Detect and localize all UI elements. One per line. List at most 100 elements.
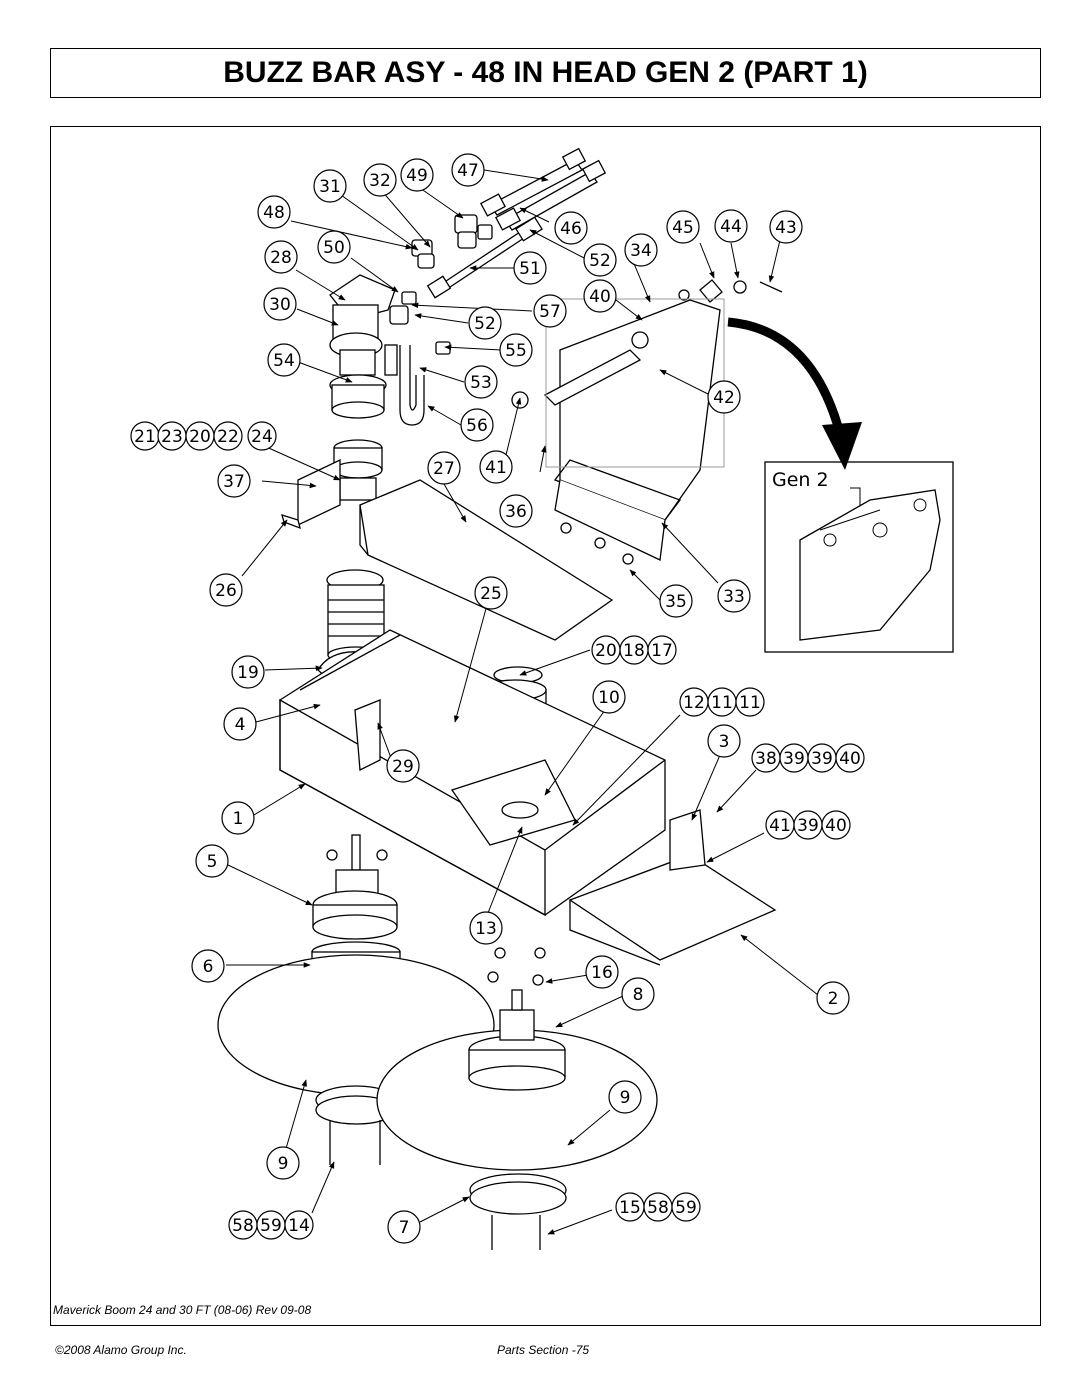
svg-text:49: 49 [406, 166, 428, 186]
svg-text:39: 39 [797, 816, 819, 836]
svg-text:11: 11 [711, 693, 733, 713]
callout-35: 35 [659, 584, 693, 618]
svg-text:18: 18 [623, 641, 645, 661]
callout-29: 29 [386, 749, 420, 783]
callout-5: 5 [195, 844, 229, 878]
hydraulic-motor [329, 274, 398, 419]
callout-38: 38 [751, 743, 781, 773]
svg-text:14: 14 [288, 1216, 310, 1236]
diagram-frame [50, 126, 1041, 1326]
callout-49: 49 [400, 158, 434, 192]
callout-37: 37 [217, 464, 251, 498]
callout-55: 55 [499, 333, 533, 367]
callout-58-b: 58 [643, 1192, 673, 1222]
svg-text:5: 5 [207, 852, 218, 872]
callout-12: 12 [679, 687, 709, 717]
svg-text:20: 20 [189, 427, 211, 447]
svg-text:52: 52 [474, 314, 496, 334]
svg-text:59: 59 [260, 1216, 282, 1236]
callout-41: 41 [479, 450, 513, 484]
callout-18: 18 [619, 635, 649, 665]
callout-40-mid: 40 [835, 743, 865, 773]
callout-30: 30 [263, 287, 297, 321]
callout-21: 21 [130, 421, 160, 451]
svg-text:40: 40 [825, 816, 847, 836]
callout-26: 26 [209, 573, 243, 607]
svg-text:8: 8 [633, 985, 644, 1005]
callout-3: 3 [707, 724, 741, 758]
page-number: Parts Section -75 [497, 1343, 590, 1357]
svg-text:27: 27 [433, 459, 455, 479]
callout-7: 7 [387, 1210, 421, 1244]
callout-6: 6 [191, 949, 225, 983]
svg-text:31: 31 [319, 177, 341, 197]
gen2-label: Gen 2 [772, 469, 829, 491]
svg-text:43: 43 [775, 218, 797, 238]
callout-9-left: 9 [266, 1146, 300, 1180]
callout-32: 32 [363, 163, 397, 197]
callout-36: 36 [499, 494, 533, 528]
callout-52-mid: 52 [468, 306, 502, 340]
fittings [389, 214, 493, 355]
callout-24: 24 [247, 421, 277, 451]
copyright-notice: ©2008 Alamo Group Inc. [55, 1343, 187, 1357]
callouts: 47 31 32 49 48 46 45 44 43 28 50 52 51 3… [130, 153, 865, 1244]
svg-text:45: 45 [672, 218, 694, 238]
callout-20-mid: 20 [591, 635, 621, 665]
callout-39-c: 39 [793, 810, 823, 840]
callout-16: 16 [585, 955, 619, 989]
svg-text:46: 46 [560, 219, 582, 239]
svg-text:48: 48 [263, 203, 285, 223]
callout-40-c: 40 [821, 810, 851, 840]
callout-51: 51 [513, 251, 547, 285]
callout-52-top: 52 [583, 243, 617, 277]
callout-28: 28 [264, 240, 298, 274]
callout-31: 31 [313, 169, 347, 203]
callout-46: 46 [554, 211, 588, 245]
svg-text:7: 7 [399, 1218, 410, 1238]
svg-text:17: 17 [651, 641, 673, 661]
parts-line-art [217, 147, 783, 1250]
callout-19: 19 [231, 655, 265, 689]
callout-4: 4 [223, 707, 257, 741]
hose-assembly [426, 147, 607, 299]
callout-20-top: 20 [185, 421, 215, 451]
svg-text:56: 56 [466, 416, 488, 436]
svg-text:41: 41 [769, 816, 791, 836]
callout-57: 57 [533, 294, 567, 328]
blade-hub-right [468, 989, 566, 1091]
svg-text:32: 32 [369, 171, 391, 191]
callout-34: 34 [624, 233, 658, 267]
coupler [333, 439, 383, 501]
svg-text:57: 57 [539, 302, 561, 322]
svg-text:54: 54 [273, 351, 295, 371]
callout-39-a: 39 [779, 743, 809, 773]
svg-text:29: 29 [392, 757, 414, 777]
svg-text:55: 55 [505, 341, 527, 361]
svg-text:53: 53 [470, 373, 492, 393]
svg-text:20: 20 [595, 641, 617, 661]
page-title: BUZZ BAR ASY - 48 IN HEAD GEN 2 (PART 1) [223, 56, 868, 89]
callout-54: 54 [267, 343, 301, 377]
svg-text:37: 37 [223, 472, 245, 492]
svg-text:39: 39 [783, 749, 805, 769]
svg-text:44: 44 [720, 217, 742, 237]
callout-56: 56 [460, 408, 494, 442]
gen2-inset: Gen 2 [545, 298, 954, 653]
callout-53: 53 [464, 365, 498, 399]
svg-text:10: 10 [598, 688, 620, 708]
nuts [326, 522, 634, 986]
callout-11-b: 11 [735, 687, 765, 717]
callout-25: 25 [474, 576, 508, 610]
svg-text:1: 1 [233, 809, 244, 829]
svg-text:2: 2 [828, 989, 839, 1009]
svg-text:9: 9 [620, 1088, 631, 1108]
callout-1: 1 [221, 801, 255, 835]
svg-text:33: 33 [723, 587, 745, 607]
callout-59-b: 59 [671, 1192, 701, 1222]
callout-50: 50 [317, 230, 351, 264]
svg-text:22: 22 [217, 427, 239, 447]
motor-bracket [297, 458, 341, 527]
svg-text:12: 12 [683, 693, 705, 713]
